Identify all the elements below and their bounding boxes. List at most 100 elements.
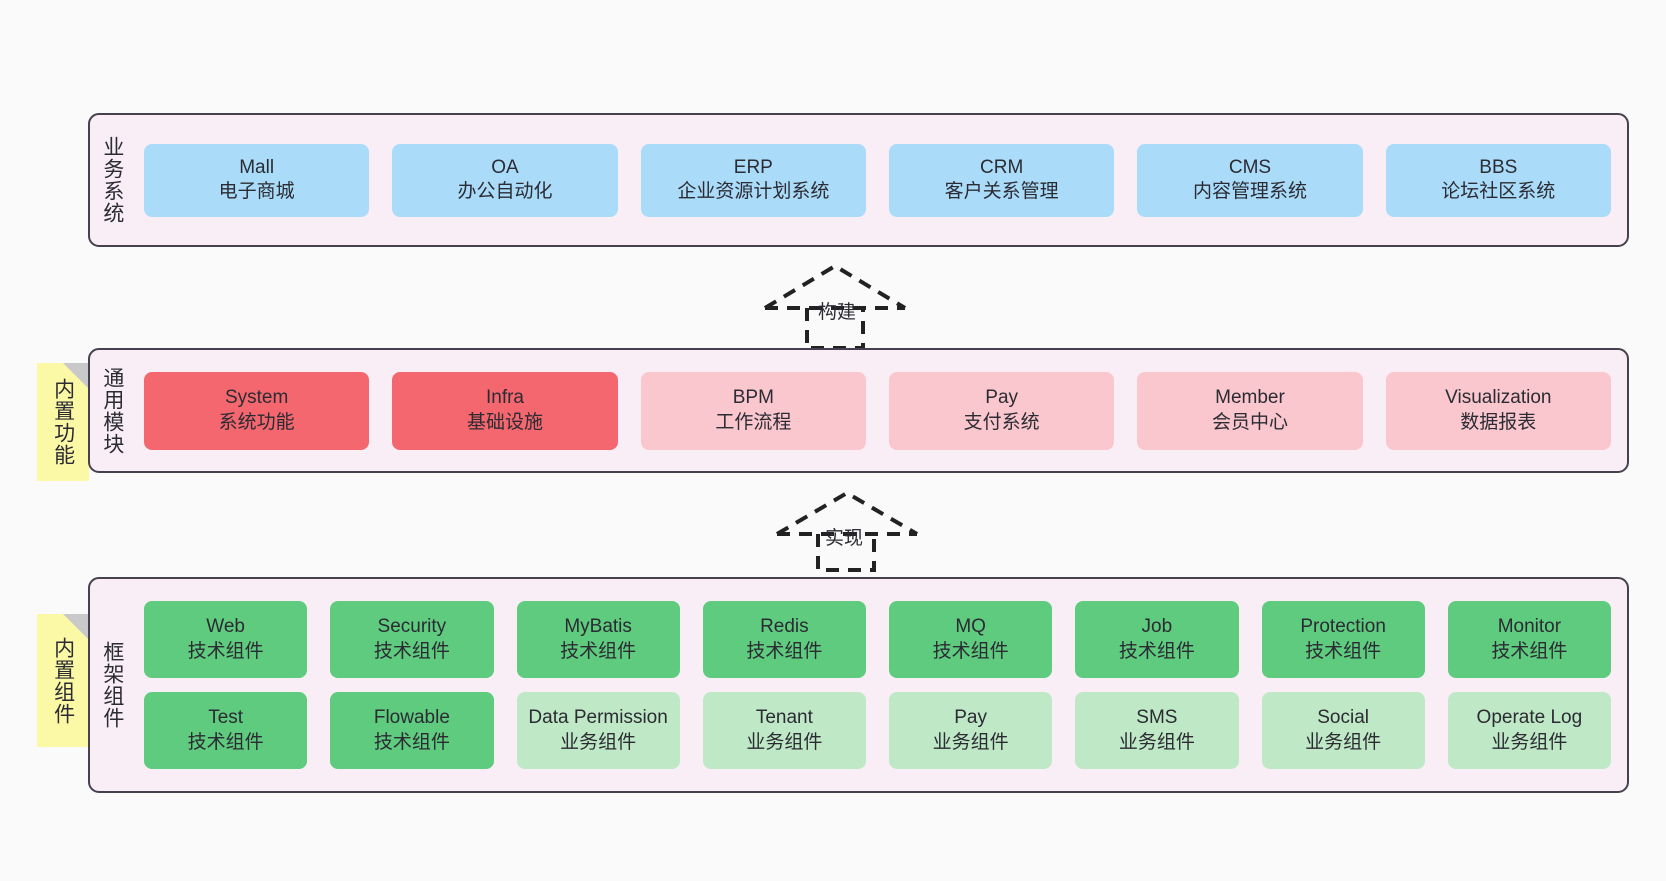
component-card-data-permission[interactable]: Data Permission 业务组件 xyxy=(516,692,680,769)
layer-title-common-modules: 通用模块 xyxy=(100,366,124,455)
component-card-member[interactable]: Member 会员中心 xyxy=(1137,371,1363,450)
component-card-test[interactable]: Test 技术组件 xyxy=(144,692,308,769)
component-name: CMS xyxy=(1228,156,1272,178)
component-name: Pay xyxy=(954,707,987,729)
component-card-protection[interactable]: Protection 技术组件 xyxy=(1261,601,1425,678)
component-name: BPM xyxy=(732,387,774,409)
component-name: Tenant xyxy=(755,707,813,729)
component-name: ERP xyxy=(733,156,773,178)
connector-implement: 实现 xyxy=(772,490,922,572)
component-name: Flowable xyxy=(373,707,450,729)
layer-panel-common-modules: 通用模块 System 系统功能 Infra 基础设施 BPM 工作流程 Pay… xyxy=(88,348,1629,473)
component-card-bbs[interactable]: BBS 论坛社区系统 xyxy=(1385,143,1611,217)
component-name: Job xyxy=(1141,616,1173,638)
component-subtitle: 技术组件 xyxy=(373,640,450,662)
sticky-note-label: 内置组件 xyxy=(51,636,75,725)
component-name: Social xyxy=(1317,707,1369,729)
component-card-job[interactable]: Job 技术组件 xyxy=(1075,601,1239,678)
component-subtitle: 技术组件 xyxy=(932,640,1009,662)
component-card-mybatis[interactable]: MyBatis 技术组件 xyxy=(516,601,680,678)
component-name: CRM xyxy=(980,156,1024,178)
component-name: Monitor xyxy=(1497,616,1562,638)
component-subtitle: 工作流程 xyxy=(715,411,792,433)
component-card-mq[interactable]: MQ 技术组件 xyxy=(889,601,1053,678)
component-subtitle: 支付系统 xyxy=(963,411,1040,433)
component-card-pay-business[interactable]: Pay 业务组件 xyxy=(889,692,1053,769)
component-name: System xyxy=(224,387,289,409)
component-name: Redis xyxy=(760,616,809,638)
layer-body-framework-components: Web 技术组件 Security 技术组件 MyBatis 技术组件 Redi… xyxy=(134,579,1627,791)
component-subtitle: 技术组件 xyxy=(746,640,823,662)
component-card-oa[interactable]: OA 办公自动化 xyxy=(392,143,618,217)
component-name: SMS xyxy=(1136,707,1178,729)
component-name: Web xyxy=(206,616,245,638)
component-card-cms[interactable]: CMS 内容管理系统 xyxy=(1137,143,1363,217)
connector-label-build: 构建 xyxy=(818,302,857,323)
component-name: Mall xyxy=(239,156,275,178)
component-name: MQ xyxy=(955,616,986,638)
connector-build: 构建 xyxy=(760,262,910,350)
component-name: Security xyxy=(377,616,447,638)
component-card-system[interactable]: System 系统功能 xyxy=(144,371,370,450)
component-card-infra[interactable]: Infra 基础设施 xyxy=(392,371,618,450)
component-subtitle: 电子商城 xyxy=(218,181,295,202)
sticky-fold-corner xyxy=(63,614,89,640)
component-subtitle: 数据报表 xyxy=(1460,411,1537,433)
component-card-social[interactable]: Social 业务组件 xyxy=(1261,692,1425,769)
arrow-shaft-implement xyxy=(816,534,876,572)
component-card-mall[interactable]: Mall 电子商城 xyxy=(144,143,370,217)
component-card-redis[interactable]: Redis 技术组件 xyxy=(702,601,866,678)
component-name: BBS xyxy=(1479,156,1518,178)
layer-body-common-modules: System 系统功能 Infra 基础设施 BPM 工作流程 Pay 支付系统… xyxy=(134,350,1627,471)
component-subtitle: 技术组件 xyxy=(1305,640,1382,662)
component-card-pay[interactable]: Pay 支付系统 xyxy=(888,371,1115,450)
component-subtitle: 内容管理系统 xyxy=(1192,181,1307,202)
layer-panel-framework-components: 框架组件 Web 技术组件 Security 技术组件 MyBatis 技术组件… xyxy=(88,577,1629,793)
component-subtitle: 论坛社区系统 xyxy=(1441,181,1556,202)
component-card-sms[interactable]: SMS 业务组件 xyxy=(1075,692,1239,769)
component-subtitle: 业务组件 xyxy=(932,731,1009,753)
component-subtitle: 技术组件 xyxy=(1118,640,1195,662)
component-subtitle: 技术组件 xyxy=(560,640,637,662)
sticky-note-label: 内置功能 xyxy=(51,378,75,466)
component-subtitle: 业务组件 xyxy=(746,731,823,753)
component-subtitle: 业务组件 xyxy=(1305,731,1382,753)
arrowhead-triangle-implement xyxy=(775,490,919,536)
component-subtitle: 企业资源计划系统 xyxy=(677,181,830,202)
layer-body-business-systems: Mall 电子商城 OA 办公自动化 ERP 企业资源计划系统 CRM 客户关系… xyxy=(134,115,1627,245)
component-card-crm[interactable]: CRM 客户关系管理 xyxy=(888,143,1115,217)
component-name: Protection xyxy=(1300,616,1386,638)
component-subtitle: 客户关系管理 xyxy=(944,181,1059,202)
component-subtitle: 业务组件 xyxy=(1491,731,1568,753)
component-name: Operate Log xyxy=(1476,707,1583,729)
component-card-security[interactable]: Security 技术组件 xyxy=(330,601,494,678)
component-subtitle: 基础设施 xyxy=(466,411,543,433)
component-subtitle: 系统功能 xyxy=(218,411,295,433)
component-card-bpm[interactable]: BPM 工作流程 xyxy=(640,371,866,450)
component-row: Mall 电子商城 OA 办公自动化 ERP 企业资源计划系统 CRM 客户关系… xyxy=(144,143,1611,217)
component-row: System 系统功能 Infra 基础设施 BPM 工作流程 Pay 支付系统… xyxy=(144,371,1611,450)
layer-title-business-systems: 业务系统 xyxy=(100,136,124,224)
component-name: Test xyxy=(208,707,244,729)
component-name: Data Permission xyxy=(528,707,668,729)
sticky-note-builtin-components: 内置组件 xyxy=(37,614,89,747)
component-subtitle: 办公自动化 xyxy=(457,181,553,202)
component-card-erp[interactable]: ERP 企业资源计划系统 xyxy=(640,143,866,217)
layer-panel-business-systems: 业务系统 Mall 电子商城 OA 办公自动化 ERP 企业资源计划系统 CRM… xyxy=(88,113,1629,247)
component-card-tenant[interactable]: Tenant 业务组件 xyxy=(702,692,866,769)
component-subtitle: 业务组件 xyxy=(1118,731,1195,753)
component-subtitle: 技术组件 xyxy=(1491,640,1568,662)
component-row: Web 技术组件 Security 技术组件 MyBatis 技术组件 Redi… xyxy=(144,601,1611,678)
component-card-visualization[interactable]: Visualization 数据报表 xyxy=(1385,371,1611,450)
component-subtitle: 业务组件 xyxy=(560,731,637,753)
arrowhead-triangle-build xyxy=(763,263,907,310)
layer-title-framework-components: 框架组件 xyxy=(100,641,124,729)
component-row: Test 技术组件 Flowable 技术组件 Data Permission … xyxy=(144,692,1611,769)
component-subtitle: 技术组件 xyxy=(187,640,264,662)
component-card-operate-log[interactable]: Operate Log 业务组件 xyxy=(1447,692,1611,769)
component-card-web[interactable]: Web 技术组件 xyxy=(144,601,308,678)
component-name: OA xyxy=(491,156,519,178)
component-card-monitor[interactable]: Monitor 技术组件 xyxy=(1447,601,1611,678)
component-name: Infra xyxy=(485,387,524,409)
component-card-flowable[interactable]: Flowable 技术组件 xyxy=(330,692,494,769)
